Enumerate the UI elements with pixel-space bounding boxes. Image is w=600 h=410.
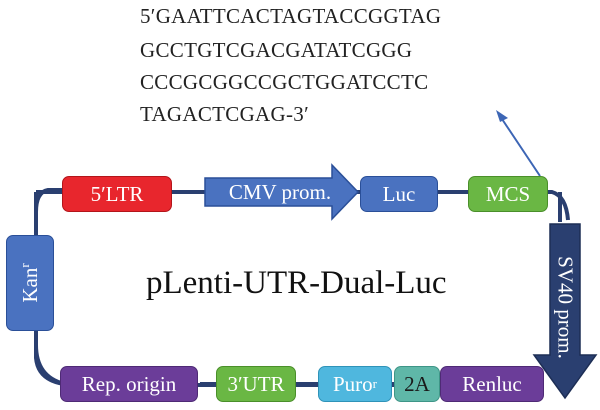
sv40-promoter-arrow bbox=[532, 223, 598, 400]
plasmid-backbone-top-left bbox=[34, 188, 64, 232]
rep-origin-label: Rep. origin bbox=[81, 371, 177, 396]
kan-label-text: Kan bbox=[18, 267, 42, 303]
t2a-element: 2A bbox=[394, 366, 440, 402]
mcs-label: MCS bbox=[485, 181, 531, 206]
renluc-element: Renluc bbox=[440, 366, 544, 402]
t2a-label: 2A bbox=[404, 371, 430, 396]
sequence-line-1: 5′GAATTCACTAGTACCGGTAG bbox=[140, 4, 442, 28]
renluc-label: Renluc bbox=[462, 371, 522, 396]
sv40-promoter-label: SV40 prom. bbox=[553, 256, 578, 359]
kan-label-sup: r bbox=[17, 263, 32, 268]
utr-element: 3′UTR bbox=[216, 366, 296, 402]
mcs-pointer-line bbox=[499, 115, 541, 177]
ltr-element: 5′LTR bbox=[62, 176, 172, 212]
sequence-line-2: GCCTGTCGACGATATCGGG bbox=[140, 38, 413, 62]
rep-origin-element: Rep. origin bbox=[60, 366, 198, 402]
puro-label-sup: r bbox=[372, 376, 378, 391]
kan-resistance-element bbox=[6, 235, 54, 331]
sequence-line-4: TAGACTCGAG-3′ bbox=[140, 102, 309, 126]
mcs-element: MCS bbox=[468, 176, 548, 212]
luc-element: Luc bbox=[360, 176, 438, 212]
plasmid-backbone-bottom-left bbox=[34, 330, 65, 386]
puro-label-text: Puro bbox=[332, 371, 373, 396]
sequence-line-3: CCCGCGGCCGCTGGATCCTC bbox=[140, 70, 429, 94]
kan-resistance-label: Kanr bbox=[17, 241, 43, 325]
plasmid-name: pLenti-UTR-Dual-Luc bbox=[146, 265, 447, 301]
utr-label: 3′UTR bbox=[227, 371, 285, 396]
cmv-promoter-arrow bbox=[204, 163, 360, 221]
luc-label: Luc bbox=[382, 181, 416, 206]
cmv-promoter-label-box: CMV prom. bbox=[205, 178, 355, 206]
plasmid-backbone-top-right bbox=[546, 190, 570, 221]
ltr-label: 5′LTR bbox=[90, 181, 144, 206]
mcs-pointer-arrowhead bbox=[496, 110, 508, 122]
cmv-promoter-label: CMV prom. bbox=[228, 179, 332, 204]
